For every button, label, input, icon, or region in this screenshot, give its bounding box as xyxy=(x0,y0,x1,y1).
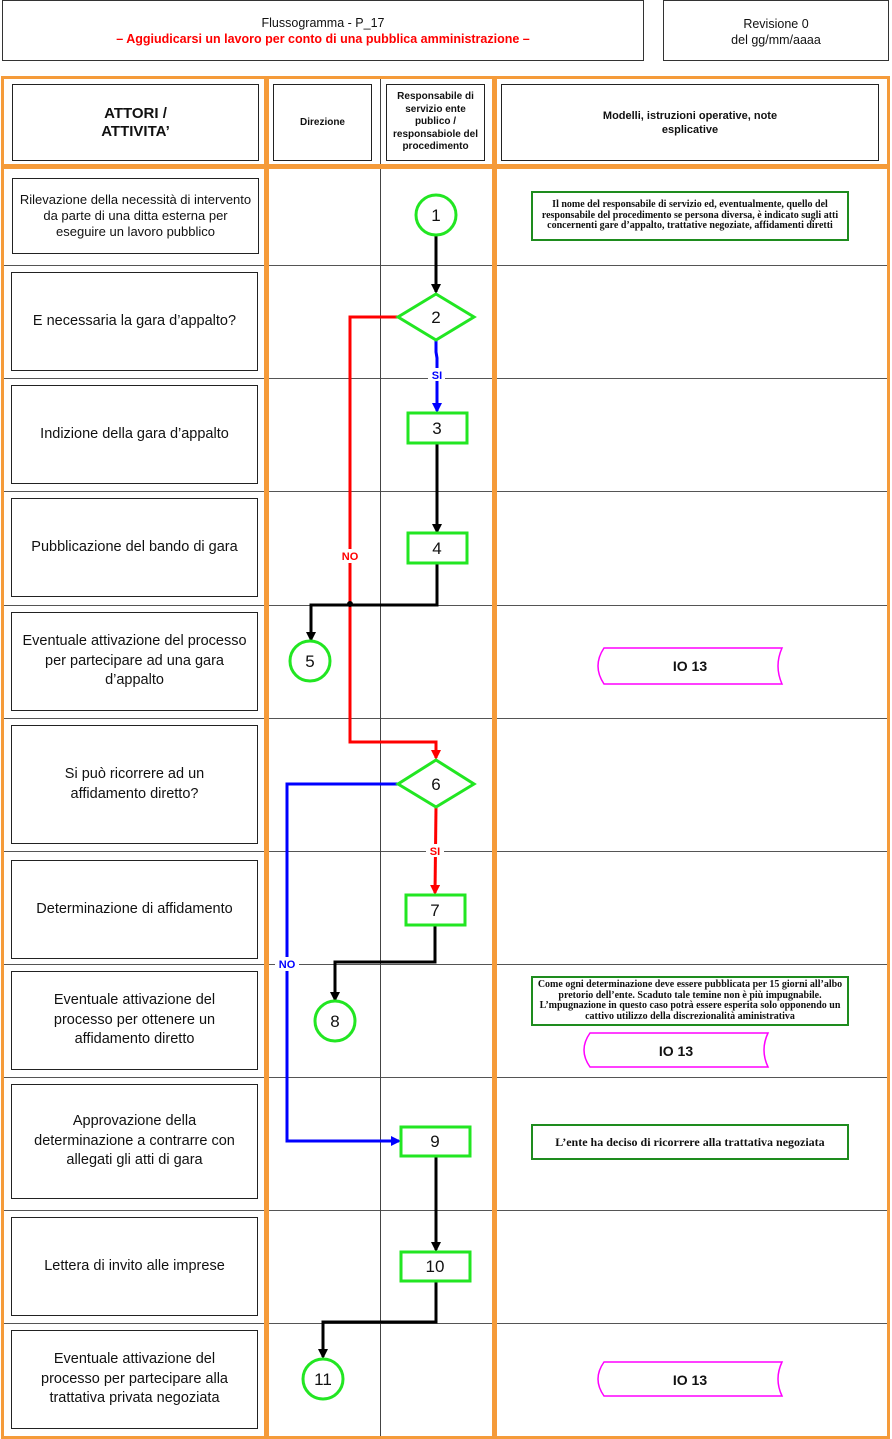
row-divider xyxy=(2,851,890,852)
row-divider xyxy=(2,491,890,492)
edge-label-d2-yes: SI xyxy=(432,370,442,382)
edge-label-d6-no: NO xyxy=(279,959,296,971)
column-header-direzione: Direzione xyxy=(273,84,372,161)
edge-2-3-yes xyxy=(432,340,442,413)
lane-header-frame-roles xyxy=(266,76,495,167)
note-text: L’ente ha deciso di ricorrere alla tratt… xyxy=(555,1134,825,1149)
activity-label: Eventuale attivazione del processo per o… xyxy=(53,992,216,1048)
node-10-process: 10 xyxy=(399,1250,472,1283)
activity-label: Eventuale attivazione del processo per p… xyxy=(41,1351,228,1407)
row-divider xyxy=(2,964,890,965)
row-divider xyxy=(2,718,890,719)
lane-frame-notes xyxy=(494,166,890,1439)
note-trattativa: L’ente ha deciso di ricorrere alla tratt… xyxy=(531,1124,849,1160)
activity-cell-3: Indizione della gara d’appalto xyxy=(11,385,258,484)
node-7-process: 7 xyxy=(404,893,467,927)
activity-label: Si può ricorrere ad un affidamento diret… xyxy=(64,766,205,802)
node-5-label: 5 xyxy=(305,652,314,671)
column-header-responsabile-label: Responsabile di servizio ente publico / … xyxy=(392,91,479,153)
activity-cell-6: Si può ricorrere ad un affidamento diret… xyxy=(11,725,258,844)
activity-label: Lettera di invito alle imprese xyxy=(44,1257,225,1274)
flowchart-subtitle: – Aggiudicarsi un lavoro per conto di un… xyxy=(116,32,530,46)
column-header-responsabile: Responsabile di servizio ente publico / … xyxy=(386,84,485,161)
line-crossing-dot xyxy=(347,601,353,607)
lane-frame-actors xyxy=(1,166,267,1439)
column-header-notes-label: Modelli, istruzioni operative, note espl… xyxy=(602,109,778,136)
activity-label: Pubblicazione del bando di gara xyxy=(31,538,238,555)
document-io13-label: IO 13 xyxy=(673,658,707,674)
edge-7-8 xyxy=(330,926,437,1002)
node-9-process: 9 xyxy=(399,1125,472,1158)
note-text: Il nome del responsabile di servizio ed,… xyxy=(541,199,839,232)
activity-cell-11: Eventuale attivazione del processo per p… xyxy=(11,1330,258,1429)
edge-label-d6-yes: SI xyxy=(430,846,440,858)
edge-10-11 xyxy=(318,1281,438,1359)
column-header-actors-label: ATTORI / ATTIVITA’ xyxy=(101,104,170,140)
lane-divider xyxy=(380,77,381,1437)
column-header-notes: Modelli, istruzioni operative, note espl… xyxy=(501,84,879,161)
lane-header-frame-actors xyxy=(1,76,267,167)
lane-frame-roles xyxy=(266,166,495,1439)
node-4-process: 4 xyxy=(406,531,469,565)
activity-cell-7: Determinazione di affidamento xyxy=(11,860,258,959)
note-text: Come ogni determinazione deve essere pub… xyxy=(537,979,843,1022)
document-io13-row5[interactable]: IO 13 xyxy=(597,647,784,685)
flowchart-title: Flussogramma - P_17 xyxy=(261,16,385,30)
activity-label: Determinazione di affidamento xyxy=(36,900,233,917)
document-io13-label: IO 13 xyxy=(673,1372,707,1388)
node-1-label: 1 xyxy=(431,206,440,225)
node-2-label: 2 xyxy=(431,308,440,327)
document-io13-row11[interactable]: IO 13 xyxy=(597,1361,784,1397)
node-7-label: 7 xyxy=(430,901,439,920)
note-responsabile: Il nome del responsabile di servizio ed,… xyxy=(531,191,849,241)
node-6-decision: 6 xyxy=(395,758,477,809)
column-header-actors: ATTORI / ATTIVITA’ xyxy=(12,84,259,161)
row-divider xyxy=(2,1077,890,1078)
activity-cell-4: Pubblicazione del bando di gara xyxy=(11,498,258,597)
node-10-label: 10 xyxy=(426,1257,445,1276)
activity-label: Eventuale attivazione del processo per p… xyxy=(22,633,247,689)
node-5-connector: 5 xyxy=(288,639,332,683)
lane-header-frame-notes xyxy=(494,76,890,167)
node-8-connector: 8 xyxy=(313,999,357,1043)
row-divider xyxy=(2,1210,890,1211)
document-title-box: Flussogramma - P_17 – Aggiudicarsi un la… xyxy=(2,0,644,61)
node-8-label: 8 xyxy=(330,1012,339,1031)
node-11-connector: 11 xyxy=(301,1357,345,1401)
activity-label: Rilevazione della necessità di intervent… xyxy=(19,192,252,239)
row-divider xyxy=(2,605,890,606)
row-divider xyxy=(2,378,890,379)
activity-label: Approvazione della determinazione a cont… xyxy=(34,1113,235,1169)
edge-2-6-no xyxy=(348,315,441,760)
node-3-process: 3 xyxy=(406,411,469,445)
node-6-label: 6 xyxy=(431,775,440,794)
node-11-label: 11 xyxy=(314,1370,332,1389)
note-pubblicazione: Come ogni determinazione deve essere pub… xyxy=(531,976,849,1026)
document-io13-label: IO 13 xyxy=(659,1043,693,1059)
node-1-start: 1 xyxy=(414,193,458,237)
revision-number: Revisione 0 xyxy=(743,17,809,31)
revision-date: del gg/mm/aaaa xyxy=(731,33,821,47)
document-io13-row8[interactable]: IO 13 xyxy=(583,1032,770,1068)
activity-cell-1: Rilevazione della necessità di intervent… xyxy=(12,178,259,254)
activity-cell-2: E necessaria la gara d’appalto? xyxy=(11,272,258,371)
activity-cell-8: Eventuale attivazione del processo per o… xyxy=(11,971,258,1070)
column-header-direzione-label: Direzione xyxy=(299,117,345,128)
activity-cell-5: Eventuale attivazione del processo per p… xyxy=(11,612,258,711)
node-9-label: 9 xyxy=(430,1132,439,1151)
edge-4-5 xyxy=(306,563,439,642)
row-divider xyxy=(2,265,890,266)
row-divider xyxy=(2,1323,890,1324)
activity-cell-9: Approvazione della determinazione a cont… xyxy=(11,1084,258,1199)
node-4-label: 4 xyxy=(432,539,441,558)
revision-box: Revisione 0 del gg/mm/aaaa xyxy=(663,0,889,61)
activity-label: Indizione della gara d’appalto xyxy=(40,425,229,442)
activity-label: E necessaria la gara d’appalto? xyxy=(32,312,237,329)
edge-label-d2-no: NO xyxy=(342,551,359,563)
node-3-label: 3 xyxy=(432,419,441,438)
activity-cell-10: Lettera di invito alle imprese xyxy=(11,1217,258,1316)
node-2-decision: 2 xyxy=(395,292,477,342)
